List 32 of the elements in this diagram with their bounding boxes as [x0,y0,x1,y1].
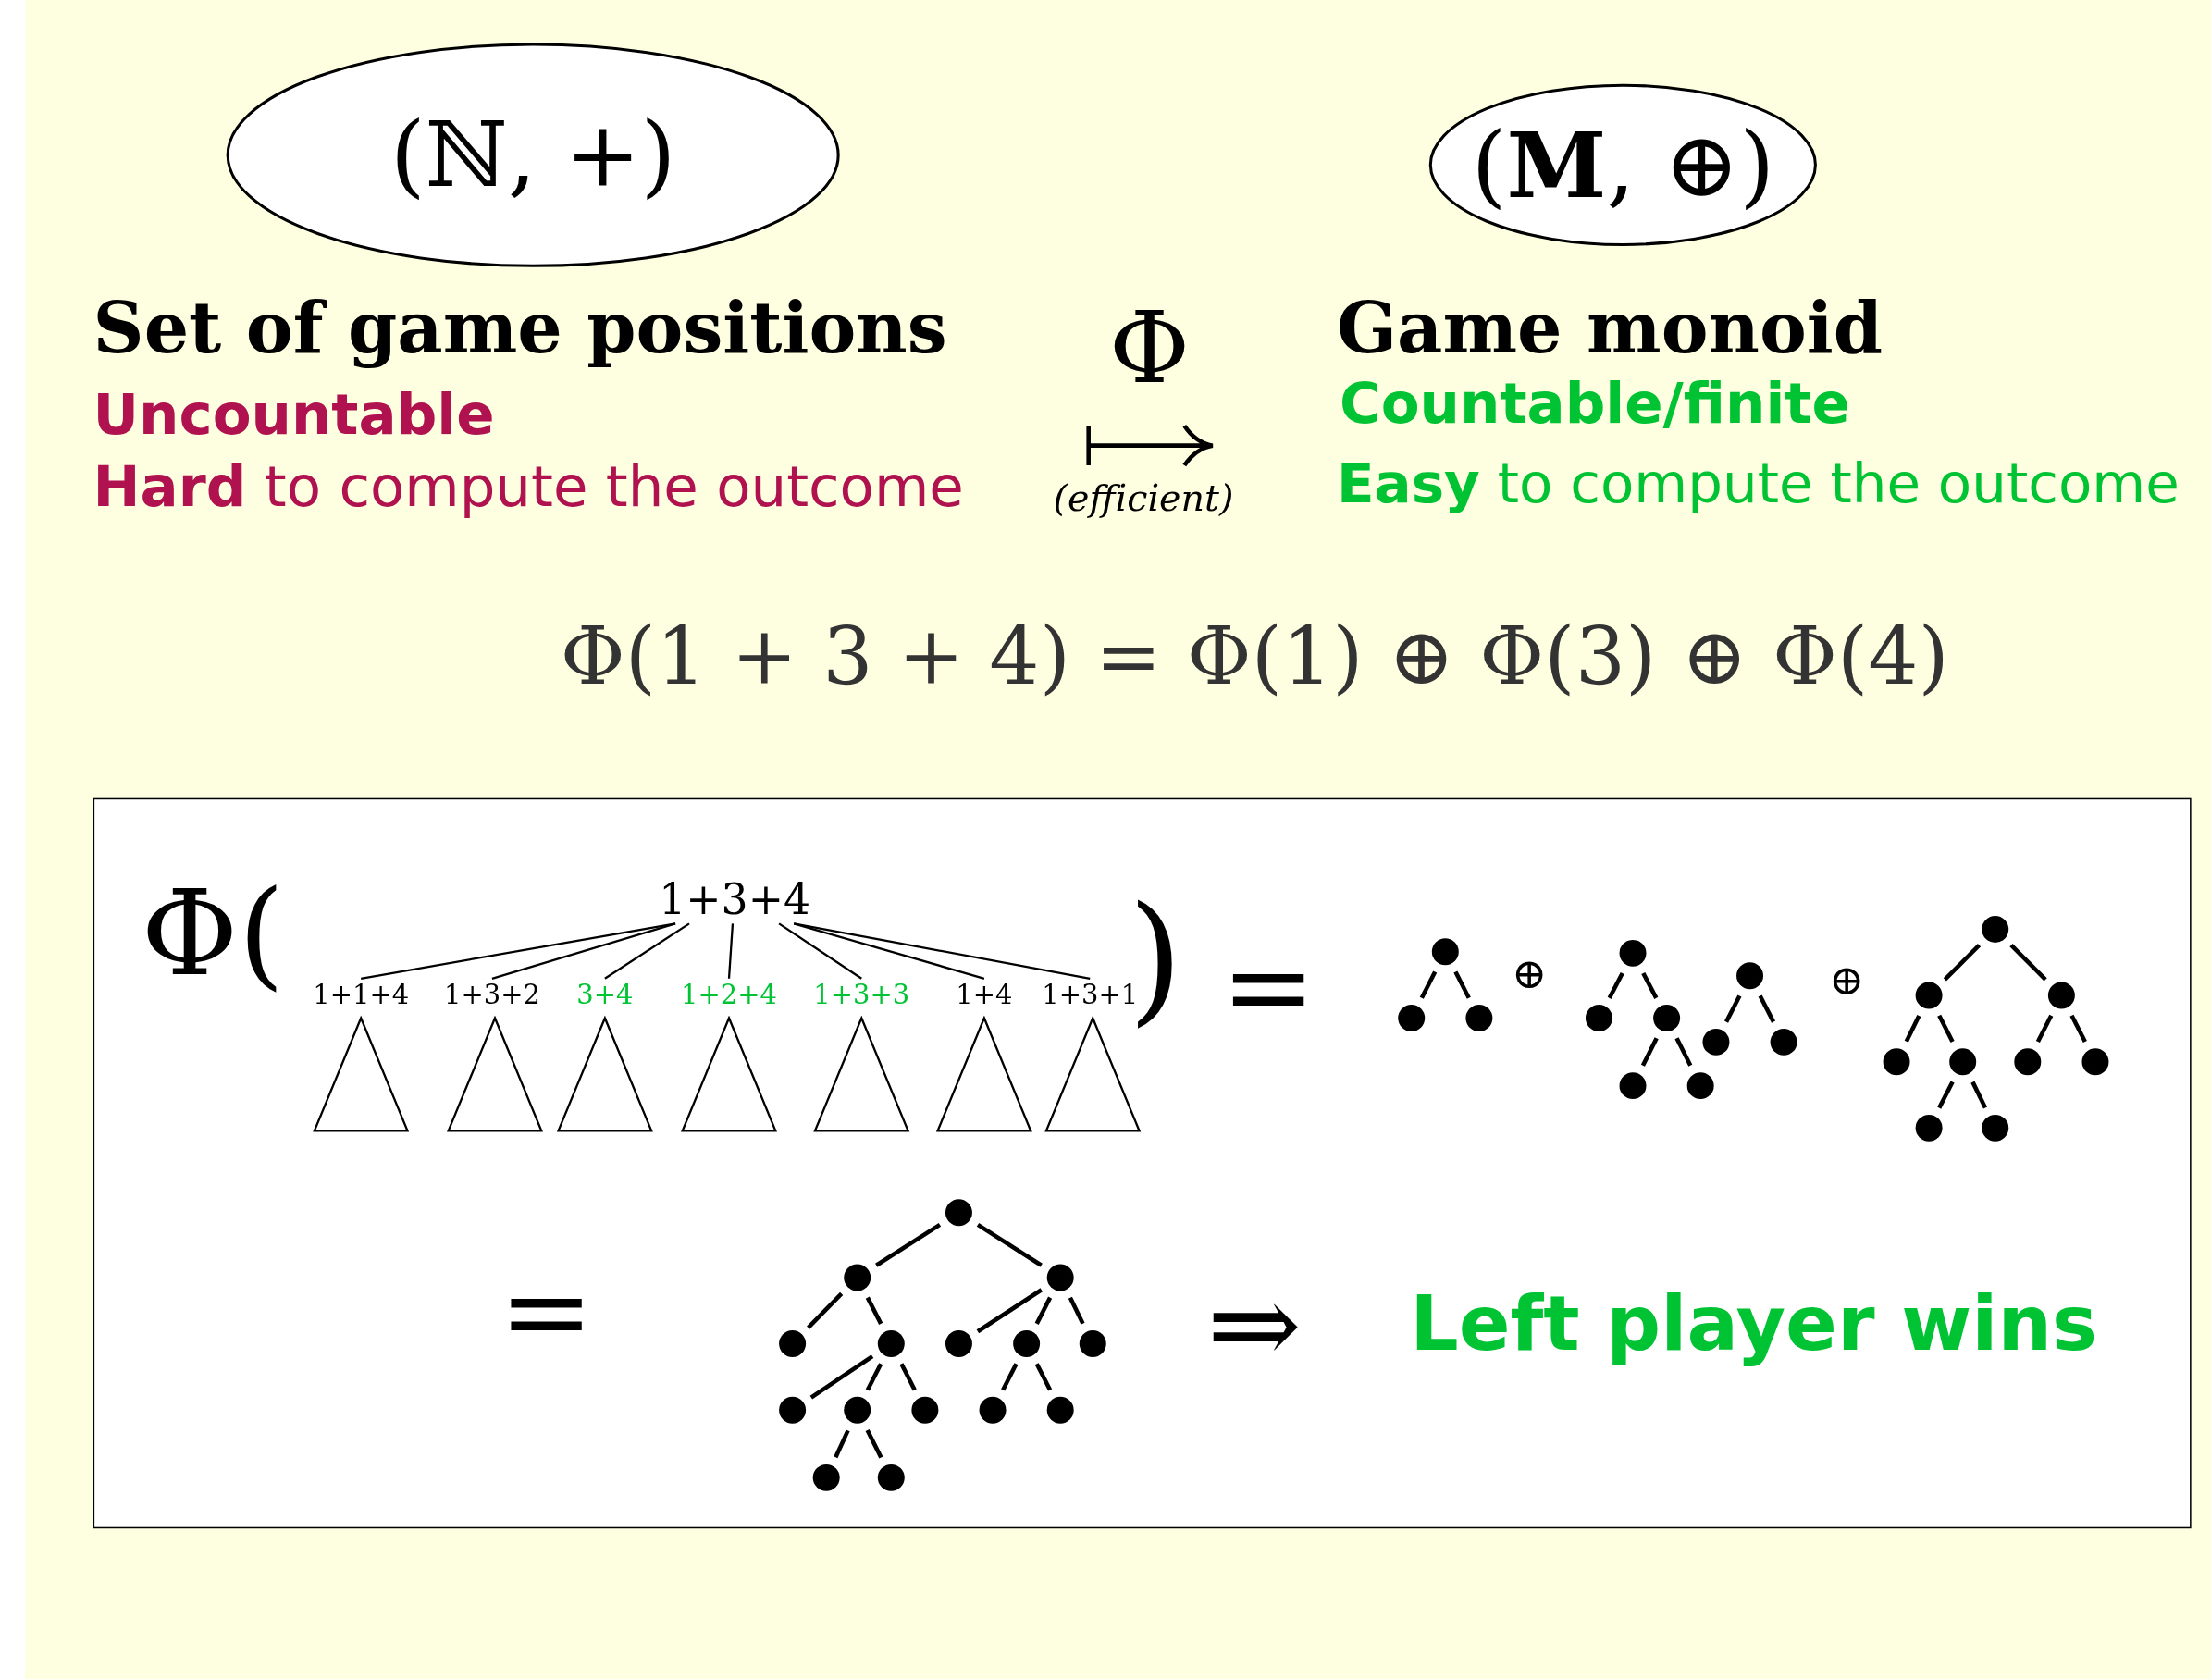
equals-sign: = [499,1254,594,1368]
heading: Game monoid [1336,293,1883,364]
property-text: Countable/finite [1340,375,1850,432]
position-label: 1+3+3 [797,981,925,1008]
subtree-triangle [445,1015,545,1134]
implies-arrow: ⇒ [1206,1268,1302,1382]
set-notation: (ℕ, +) [389,102,677,210]
subtree-triangle [311,1015,411,1134]
tree-branch-line [361,922,676,980]
position-label: 1+1+4 [297,981,425,1008]
subtree-triangle [934,1015,1034,1134]
map-symbol: Φ [1108,299,1191,398]
operator-symbol: ⊕ [1828,958,1865,1002]
annotation: (efficient) [1053,479,1234,516]
root-position-label: 1+3+4 [649,878,820,921]
tree-branch-line [727,923,735,979]
tree-branch-line [604,922,690,980]
tree-branch-line [491,922,676,980]
ellipse-node [1428,82,1818,247]
subtree-triangle [811,1015,911,1134]
tree-branch-line [793,922,1091,980]
equation: Φ(1 + 3 + 4) = Φ(1) ⊕ Φ(3) ⊕ Φ(4) [560,617,1949,697]
property-text: Uncountable [93,386,495,443]
ellipse-node [225,42,841,268]
tree-branch-line [778,922,862,980]
panel [93,797,2192,1529]
subtree-triangle [679,1015,779,1134]
operator-symbol: ⊕ [1511,953,1548,996]
function-symbol: Φ( [141,874,285,994]
set-notation: (M, ⊕) [1470,111,1776,220]
subtree-triangle [555,1015,655,1134]
equals-sign: = [1220,930,1316,1044]
